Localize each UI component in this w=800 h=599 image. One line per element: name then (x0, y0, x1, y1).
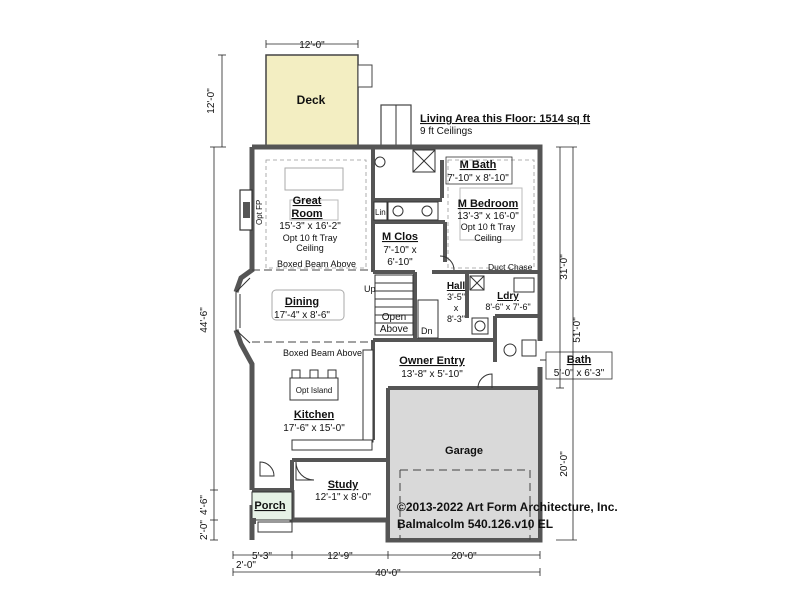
stairs-dn-label: Dn (421, 326, 433, 336)
lin-label: Lin (375, 208, 386, 217)
great-room-note-2: Ceiling (296, 243, 324, 253)
owner-entry-title: Owner Entry (399, 355, 465, 367)
dining-table (271, 289, 345, 321)
hall-size-3: 8'-3" (447, 314, 465, 324)
hall-size-2: x (454, 303, 459, 313)
owner-entry-size: 13'-8" x 5'-10" (401, 369, 463, 380)
plan-name-text: Balmalcolm 540.126.v10 EL (397, 517, 553, 531)
washer (471, 317, 489, 335)
sink-ldry (513, 277, 535, 293)
dim-right-garage: 20'-0" (559, 451, 570, 477)
open-above-1: Open (382, 312, 406, 323)
study-size: 12'-1" x 8'-0" (315, 492, 371, 503)
ceilings-text: 9 ft Ceilings (420, 126, 472, 137)
vanity (387, 201, 439, 221)
dim-bottom-1: 5'-3" (252, 551, 272, 562)
bath-toilet (503, 343, 517, 357)
garage-floor (390, 390, 538, 538)
m-bedroom-title: M Bedroom (458, 198, 519, 210)
hall-size-1: 3'-5" (447, 292, 465, 302)
toilet (374, 156, 386, 168)
boxed-beam-label-2: Boxed Beam Above (283, 348, 362, 358)
porch-title: Porch (254, 500, 285, 512)
deck-step (357, 64, 373, 88)
study-title: Study (328, 479, 359, 491)
sofa (284, 167, 344, 191)
kitchen-title: Kitchen (294, 409, 335, 421)
bed (459, 187, 523, 241)
dim-bottom-small: 2'-0" (236, 560, 256, 571)
dining-size: 17'-4" x 8'-6" (274, 310, 330, 321)
dim-right-total: 51'-0" (572, 317, 583, 343)
dim-bottom-2: 12'-9" (327, 551, 353, 562)
m-clos-size-2: 6'-10" (387, 257, 413, 268)
porch-area (251, 491, 293, 521)
great-room-title-1: Great (293, 195, 322, 207)
dim-right-upper: 31'-0" (559, 254, 570, 280)
bath-label-box (545, 351, 613, 380)
deck-area (265, 54, 359, 148)
deck-label: Deck (297, 93, 326, 107)
ldry-size: 8'-6" x 7'-6" (485, 302, 530, 312)
dim-deck-width: 12'-0" (299, 40, 325, 51)
dimension-lines (210, 40, 577, 576)
bath-title: Bath (567, 354, 592, 366)
great-room-note-1: Opt 10 ft Tray (283, 233, 338, 243)
kitchen-counter (362, 349, 374, 443)
copyright-text: ©2013-2022 Art Form Architecture, Inc. (397, 500, 618, 514)
stairs (374, 274, 439, 339)
stairs-up-label: Up (364, 284, 376, 294)
m-bedroom-note-1: Opt 10 ft Tray (461, 222, 516, 232)
boxed-beam-label-1: Boxed Beam Above (277, 259, 356, 269)
kitchen-size: 17'-6" x 15'-0" (283, 423, 345, 434)
dim-left-total: 44'-6" (199, 307, 210, 333)
dim-left-porch: 4'-6" (199, 495, 210, 515)
bath-size: 5'-0" x 6'-3" (554, 368, 605, 379)
dim-bottom-3: 20'-0" (451, 551, 477, 562)
dim-bottom-total: 40'-0" (375, 568, 401, 579)
living-area-text: Living Area this Floor: 1514 sq ft (420, 113, 590, 125)
duct-chase-label: Duct Chase (488, 262, 533, 272)
dim-left-bottom: 2'-0" (199, 520, 210, 540)
m-clos-title: M Clos (382, 231, 418, 243)
m-bedroom-note-2: Ceiling (474, 233, 502, 243)
garage-title: Garage (445, 445, 483, 457)
dim-deck-depth: 12'-0" (206, 88, 217, 114)
opt-island-label: Opt Island (296, 386, 332, 395)
hall-title: Hall (447, 281, 466, 292)
great-room-title-2: Room (291, 208, 322, 220)
open-above-2: Above (380, 324, 409, 335)
great-room-size: 15'-3" x 16'-2" (279, 221, 341, 232)
dining-title: Dining (285, 296, 319, 308)
m-bath-size: 7'-10" x 8'-10" (447, 173, 509, 184)
m-clos-size-1: 7'-10" x (383, 245, 416, 256)
ldry-title: Ldry (497, 291, 519, 302)
m-bath-title: M Bath (460, 159, 497, 171)
m-bedroom-size: 13'-3" x 16'-0" (457, 211, 519, 222)
opt-fp-label: Opt FP (255, 200, 264, 225)
